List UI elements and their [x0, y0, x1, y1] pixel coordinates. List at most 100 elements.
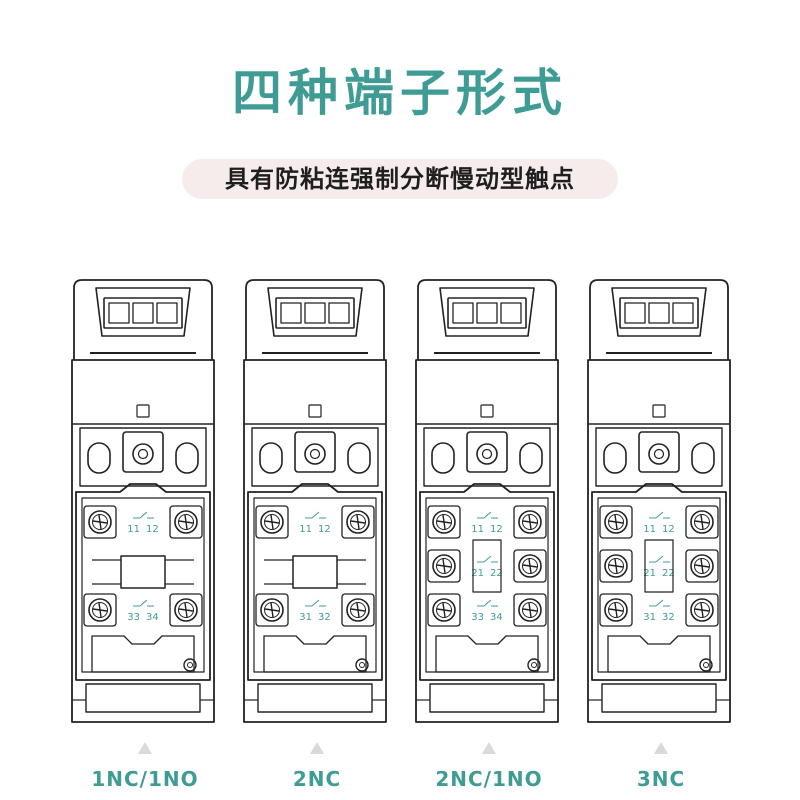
screw-slot — [184, 602, 188, 618]
mount-plate — [423, 427, 551, 487]
mount-plate — [251, 427, 379, 487]
screw-head — [178, 514, 194, 530]
page-title: 四种端子形式 — [232, 64, 568, 122]
screw-terminal — [346, 510, 370, 534]
terminal-block — [599, 593, 633, 627]
mount-slot-left — [87, 442, 111, 474]
terminal-number: 12 — [490, 524, 503, 535]
screw-head — [522, 602, 538, 618]
ground-screw-core — [359, 662, 365, 668]
screw-head — [264, 514, 280, 530]
head-window — [611, 287, 707, 337]
ground-screw — [699, 658, 713, 672]
terminal-number: 21 — [471, 568, 484, 579]
screw-terminal — [174, 510, 198, 534]
variant-label: 2NC/1NO — [435, 767, 543, 791]
terminal-block — [169, 593, 203, 627]
screw-terminal — [518, 598, 542, 622]
terminal-block — [255, 593, 289, 627]
screw-head — [608, 602, 624, 618]
screw-terminal — [604, 510, 628, 534]
screw-head — [608, 514, 624, 530]
switch-body — [71, 359, 215, 723]
screw-slot — [98, 602, 102, 618]
ground-screw — [527, 658, 541, 672]
indicator-notch — [480, 404, 494, 418]
indicator-notch — [136, 404, 150, 418]
center-screw-core — [653, 448, 665, 460]
slot-cell — [624, 302, 646, 324]
contact-lever — [483, 599, 492, 607]
screw-terminal — [432, 554, 456, 578]
mount-slot-right — [519, 442, 543, 474]
terminal-block — [513, 505, 547, 539]
head-window — [95, 287, 191, 337]
center-screw — [304, 443, 326, 465]
screw-slot — [528, 602, 532, 618]
slot-cell — [132, 302, 154, 324]
center-boss — [638, 431, 680, 473]
terminal-compartment — [247, 483, 383, 681]
center-boss — [294, 431, 336, 473]
slot-cell — [108, 302, 130, 324]
screw-head — [436, 558, 452, 574]
terminal-number: 12 — [146, 524, 159, 535]
slot-cell — [672, 302, 694, 324]
screw-terminal — [518, 554, 542, 578]
terminal-number: 12 — [318, 524, 331, 535]
slot-cell — [328, 302, 350, 324]
contact-lever — [655, 599, 664, 607]
mount-slot-right — [691, 442, 715, 474]
cable-entry — [435, 635, 539, 673]
screw-terminal — [432, 598, 456, 622]
screw-head — [522, 558, 538, 574]
contact-block — [292, 555, 338, 589]
terminal-compartment — [419, 483, 555, 681]
screw-slot — [442, 514, 446, 530]
ground-screw-core — [531, 662, 537, 668]
actuator-head — [73, 279, 213, 360]
terminal-block — [169, 505, 203, 539]
center-boss — [466, 431, 508, 473]
screw-head — [178, 602, 194, 618]
screw-terminal — [174, 598, 198, 622]
terminal-number: 11 — [643, 524, 656, 535]
terminal-number: 34 — [146, 612, 159, 623]
screw-head — [92, 514, 108, 530]
screw-slot — [356, 602, 360, 618]
screw-slot — [614, 514, 618, 530]
terminal-number: 33 — [471, 612, 484, 623]
contact-guides — [92, 559, 194, 585]
screw-slot — [442, 558, 446, 574]
contact-lever — [311, 599, 320, 607]
screw-slot — [700, 602, 704, 618]
terminal-block — [341, 593, 375, 627]
screw-slot — [614, 558, 618, 574]
screw-slot — [184, 514, 188, 530]
terminal-block — [427, 549, 461, 583]
base-foot — [257, 683, 373, 713]
terminal-block — [513, 549, 547, 583]
head-slot — [447, 297, 527, 329]
mount-plate — [79, 427, 207, 487]
terminal-block — [599, 505, 633, 539]
terminal-block — [427, 593, 461, 627]
screw-terminal — [690, 598, 714, 622]
terminal-number: 11 — [471, 524, 484, 535]
contact-lever — [311, 511, 320, 519]
contact-lever — [139, 599, 148, 607]
screw-slot — [700, 514, 704, 530]
plunger-guide — [644, 539, 674, 593]
switch-body — [587, 359, 731, 723]
contact-lever — [655, 511, 664, 519]
screw-terminal — [346, 598, 370, 622]
plunger-guide — [472, 539, 502, 593]
head-window — [439, 287, 535, 337]
screw-head — [694, 602, 710, 618]
subtitle-pill: 具有防粘连强制分断慢动型触点 — [182, 159, 618, 199]
terminal-block — [685, 505, 719, 539]
head-window — [267, 287, 363, 337]
